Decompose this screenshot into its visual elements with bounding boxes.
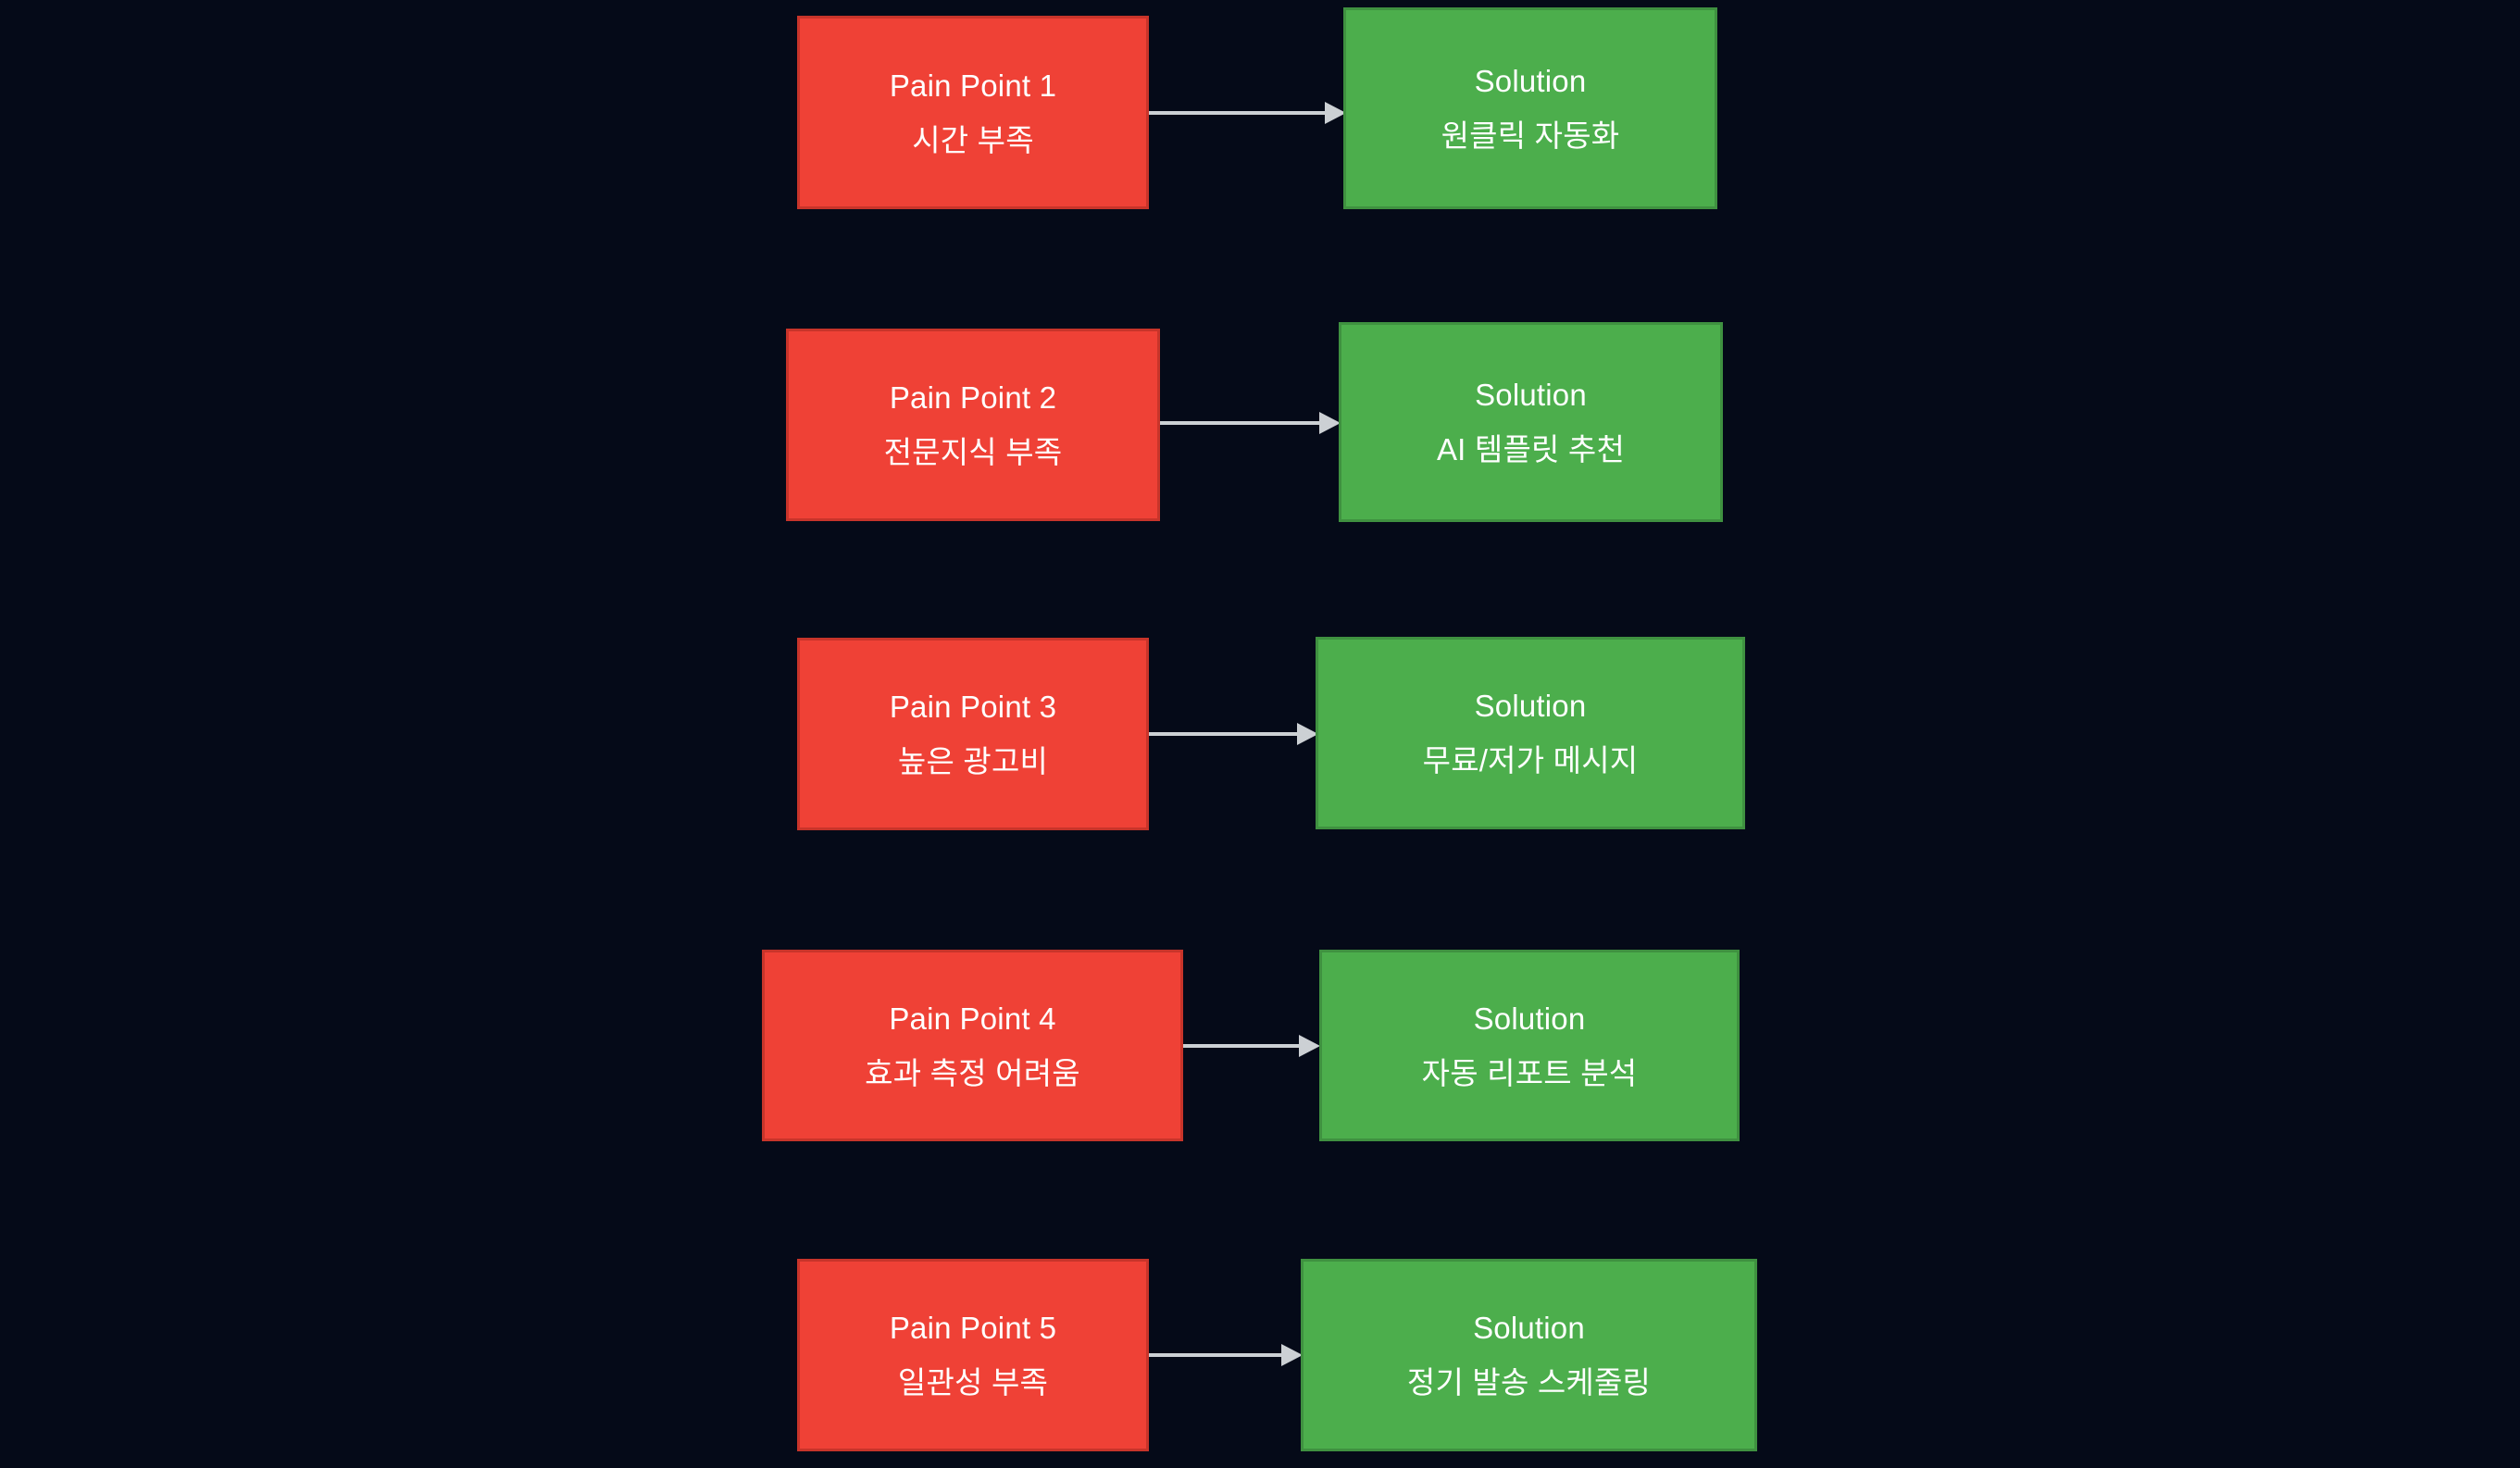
- pain-point-node-1[interactable]: Pain Point 1 시간 부족: [797, 16, 1149, 209]
- solution-title-1: Solution: [1474, 64, 1587, 98]
- solution-node-4[interactable]: Solution 자동 리포트 분석: [1319, 950, 1740, 1141]
- flow-arrow-5: [1149, 1337, 1303, 1374]
- flow-arrow-4: [1183, 1027, 1320, 1064]
- pain-point-detail-2: 전문지식 부족: [883, 435, 1063, 469]
- pain-point-title-4: Pain Point 4: [889, 1001, 1056, 1036]
- solution-detail-5: 정기 발송 스케줄링: [1406, 1365, 1652, 1400]
- pain-point-title-1: Pain Point 1: [889, 68, 1057, 103]
- solution-title-5: Solution: [1473, 1311, 1585, 1345]
- flow-arrow-1: [1149, 94, 1346, 131]
- pain-point-node-4[interactable]: Pain Point 4 효과 측정 어려움: [762, 950, 1183, 1141]
- pain-point-title-2: Pain Point 2: [889, 380, 1057, 415]
- solution-detail-3: 무료/저가 메시지: [1422, 743, 1639, 778]
- flow-arrow-2: [1160, 404, 1341, 442]
- solution-node-5[interactable]: Solution 정기 발송 스케줄링: [1301, 1259, 1757, 1451]
- solution-title-2: Solution: [1475, 378, 1587, 412]
- pain-point-detail-4: 효과 측정 어려움: [865, 1055, 1080, 1090]
- solution-detail-1: 원클릭 자동화: [1441, 118, 1620, 153]
- pain-point-node-2[interactable]: Pain Point 2 전문지식 부족: [786, 329, 1160, 521]
- solution-detail-4: 자동 리포트 분석: [1421, 1055, 1638, 1090]
- solution-node-3[interactable]: Solution 무료/저가 메시지: [1316, 637, 1745, 829]
- solution-title-3: Solution: [1474, 689, 1587, 723]
- solution-detail-2: AI 템플릿 추천: [1436, 432, 1626, 467]
- solution-node-1[interactable]: Solution 원클릭 자동화: [1343, 7, 1717, 209]
- solution-title-4: Solution: [1473, 1001, 1586, 1036]
- solution-node-2[interactable]: Solution AI 템플릿 추천: [1339, 322, 1723, 522]
- pain-point-node-3[interactable]: Pain Point 3 높은 광고비: [797, 638, 1149, 830]
- flow-arrow-3: [1149, 715, 1318, 753]
- pain-point-title-3: Pain Point 3: [889, 690, 1057, 724]
- pain-point-detail-3: 높은 광고비: [897, 744, 1049, 778]
- pain-point-detail-1: 시간 부족: [912, 122, 1034, 157]
- pain-point-title-5: Pain Point 5: [889, 1311, 1057, 1345]
- pain-point-node-5[interactable]: Pain Point 5 일관성 부족: [797, 1259, 1149, 1451]
- pain-point-detail-5: 일관성 부족: [897, 1365, 1049, 1400]
